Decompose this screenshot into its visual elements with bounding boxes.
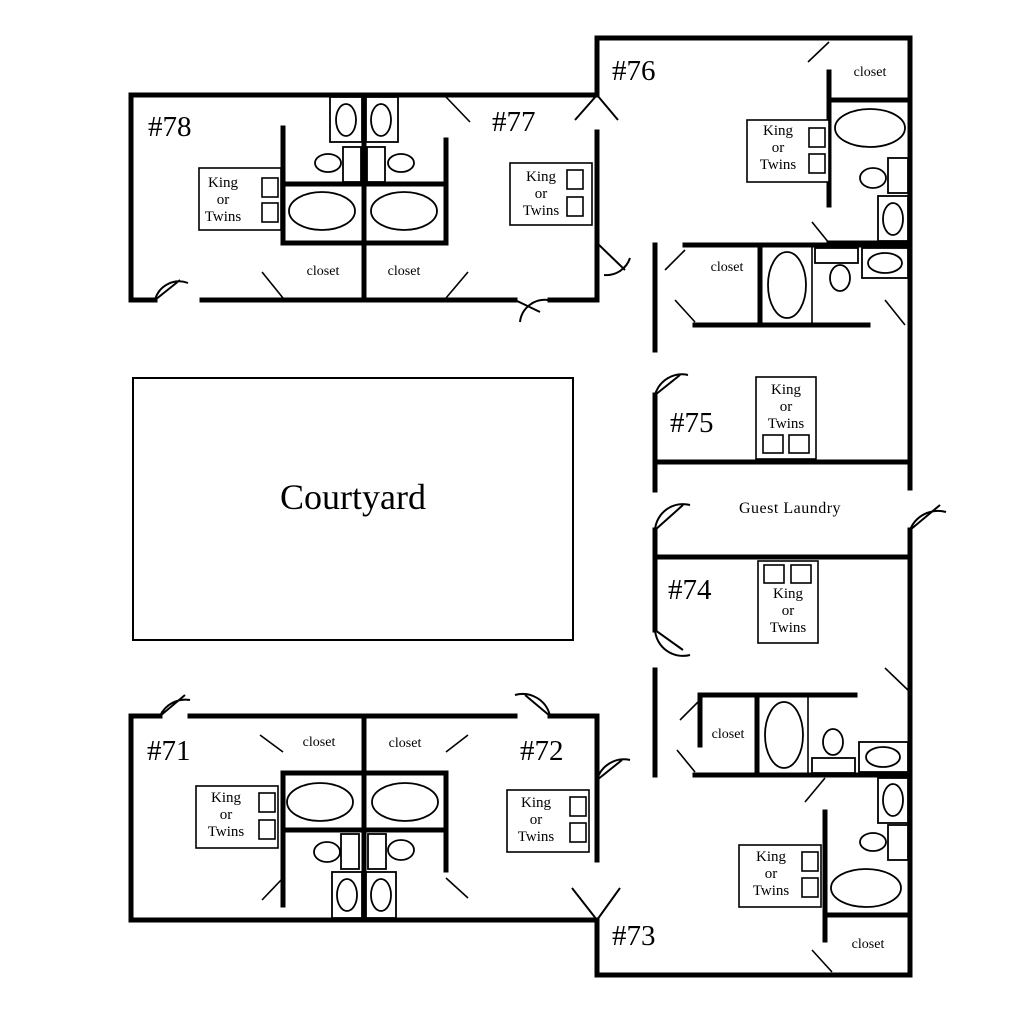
bed-label-line1: King xyxy=(763,123,794,139)
room-number-76: #76 xyxy=(612,55,656,87)
bed-label-line2: or xyxy=(782,603,795,619)
bed-label-line1: King xyxy=(211,790,242,806)
bed-label-line2: or xyxy=(765,866,778,882)
closet-label: closet xyxy=(711,260,744,275)
bed-label-line1: King xyxy=(208,175,239,191)
bed-label-line3: Twins xyxy=(523,203,560,219)
bed-label-line1: King xyxy=(526,169,557,185)
bed-label-line3: Twins xyxy=(753,883,790,899)
closet-label: closet xyxy=(854,65,887,80)
courtyard: Courtyard xyxy=(132,377,574,641)
room-number-75: #75 xyxy=(670,407,714,439)
bed-label-line2: or xyxy=(772,140,785,156)
bed-label-line1: King xyxy=(756,849,787,865)
closet-label: closet xyxy=(389,736,422,751)
bed-label-line2: or xyxy=(530,812,543,828)
bed-label-line2: or xyxy=(780,399,793,415)
building-bottom-left: closet closet #71 King or Twins #72 King… xyxy=(128,692,631,923)
bed-label-line2: or xyxy=(220,807,233,823)
closet-label: closet xyxy=(303,735,336,750)
room-number-71: #71 xyxy=(147,735,191,767)
bed-label-line1: King xyxy=(771,382,802,398)
bed-label-line1: King xyxy=(773,586,804,602)
bed-label-line1: King xyxy=(521,795,552,811)
closet-label: closet xyxy=(852,937,885,952)
closet-label: closet xyxy=(307,264,340,279)
bed-label-line2: or xyxy=(217,192,230,208)
room-number-78: #78 xyxy=(148,111,192,143)
closet-label: closet xyxy=(388,264,421,279)
room-number-74: #74 xyxy=(668,574,712,606)
room-number-77: #77 xyxy=(492,106,536,138)
building-top-left: closet closet #78 King or Twins #77 King… xyxy=(128,92,631,323)
building-right: closet #76 King or Twins closet #75 King… xyxy=(594,35,947,978)
courtyard-label: Courtyard xyxy=(280,477,426,517)
closet-label: closet xyxy=(712,727,745,742)
bed-label-line3: Twins xyxy=(518,829,555,845)
bed-label-line3: Twins xyxy=(770,620,807,636)
bed-label-line3: Twins xyxy=(208,824,245,840)
room-number-73: #73 xyxy=(612,920,656,952)
room-number-72: #72 xyxy=(520,735,564,767)
bed-label-line3: Twins xyxy=(760,157,797,173)
bed-label-line3: Twins xyxy=(768,416,805,432)
bed-label-line2: or xyxy=(535,186,548,202)
laundry-label: Guest Laundry xyxy=(739,500,841,517)
bed-label-line3: Twins xyxy=(205,209,242,225)
